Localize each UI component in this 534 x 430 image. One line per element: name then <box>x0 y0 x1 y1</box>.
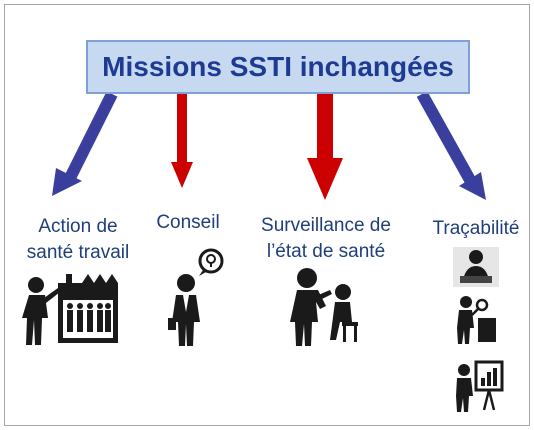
label-line: l’état de santé <box>266 241 386 262</box>
doctor-patient-icon <box>290 268 358 346</box>
presentation-chart-icon <box>456 360 504 412</box>
slide-frame <box>4 4 530 426</box>
label-line: santé travail <box>26 242 130 263</box>
arrow-to-action-sante <box>52 91 118 196</box>
computer-user-icon <box>453 247 499 287</box>
mission-label-tracabilite: Traçabilité <box>420 216 532 242</box>
label-line: Traçabilité <box>432 218 520 239</box>
workers-factory-icon <box>22 274 118 345</box>
arrow-to-conseil <box>171 94 193 188</box>
inspector-magnifier-icon <box>457 296 496 344</box>
label-line: Conseil <box>156 212 220 233</box>
diagram-title: Missions SSTI inchangées <box>102 51 454 82</box>
mission-label-surveillance: Surveillance de l’état de santé <box>246 213 406 265</box>
arrow-to-surveillance <box>307 94 343 200</box>
mission-label-action-sante: Action de santé travail <box>8 214 148 266</box>
label-line: Surveillance de <box>261 215 391 236</box>
advisor-idea-icon <box>168 248 224 346</box>
mission-label-conseil: Conseil <box>138 210 238 236</box>
title-box: Missions SSTI inchangées <box>86 40 470 94</box>
label-line: Action de <box>38 216 118 237</box>
arrow-to-tracabilite <box>416 91 486 200</box>
